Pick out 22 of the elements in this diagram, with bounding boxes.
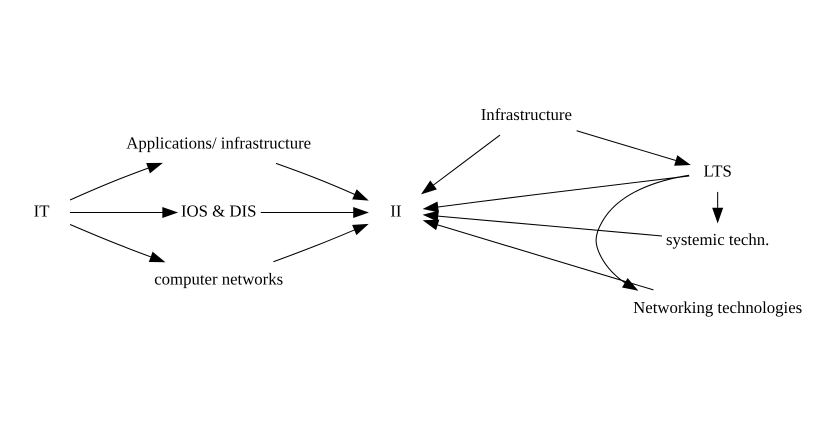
node-text: Infrastructure bbox=[480, 105, 572, 124]
arrow bbox=[422, 175, 690, 212]
arrow bbox=[70, 162, 163, 200]
arrow bbox=[596, 174, 690, 291]
node-text: computer networks bbox=[154, 270, 284, 289]
node-text: IOS & DIS bbox=[180, 201, 256, 220]
arrow bbox=[260, 207, 369, 218]
arrow bbox=[70, 224, 166, 262]
arrow bbox=[422, 210, 662, 236]
arrow bbox=[276, 162, 369, 201]
arrow bbox=[273, 224, 369, 262]
arrow bbox=[422, 220, 654, 290]
node-text: Networking technologies bbox=[633, 298, 802, 317]
arrow bbox=[576, 130, 691, 166]
node-text: LTS bbox=[704, 162, 732, 181]
arrow bbox=[712, 192, 724, 224]
node-text: Applications/ infrastructure bbox=[126, 133, 312, 152]
arrow bbox=[421, 134, 500, 194]
node-text: IT bbox=[34, 201, 50, 220]
node-text: systemic techn. bbox=[666, 230, 770, 249]
arrow bbox=[70, 207, 178, 218]
node-text: II bbox=[390, 201, 402, 220]
